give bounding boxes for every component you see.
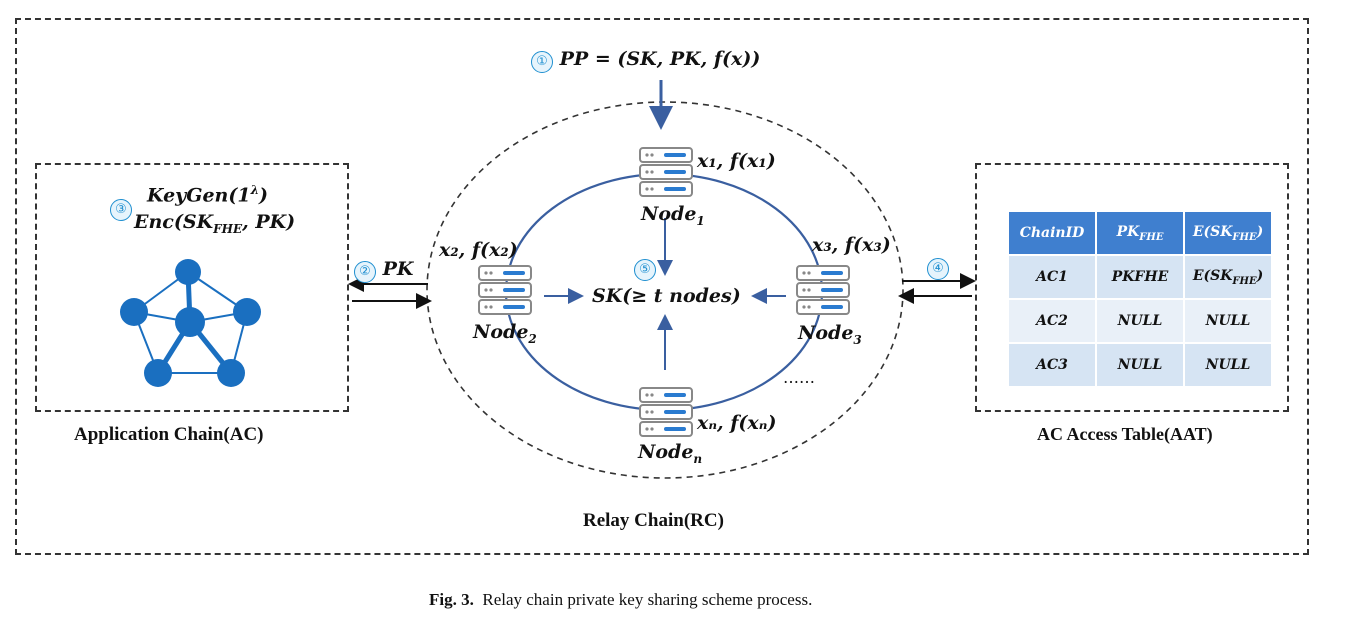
figure-caption: Fig. 3. Relay chain private key sharing … xyxy=(429,590,812,610)
network-graph-icon xyxy=(120,259,261,387)
table-header-row: ChainID PKFHE E(SKFHE) xyxy=(1007,210,1273,256)
access-table-title: AC Access Table(AAT) xyxy=(1037,424,1213,444)
server-icon xyxy=(639,147,693,197)
pp-formula: ① PP = (SK, PK, f(x)) xyxy=(531,48,760,73)
more-nodes-ellipsis: …… xyxy=(783,368,815,387)
table-row: AC1 PKFHE E(SKFHE) xyxy=(1007,254,1273,300)
node-2-label: Node2 xyxy=(473,321,537,346)
header-chainid: ChainID xyxy=(1007,210,1097,256)
node-n-label: Noden xyxy=(638,441,703,466)
table-row: AC2 NULL NULL xyxy=(1007,298,1273,344)
step-2-badge: ② xyxy=(354,261,376,283)
application-chain-title: Application Chain(AC) xyxy=(74,424,264,445)
step-3-badge: ③ xyxy=(110,199,132,221)
relay-chain-title: Relay Chain(RC) xyxy=(583,510,724,531)
pk-label: ② PK xyxy=(354,258,413,283)
keygen-formula: KeyGen(1λ) xyxy=(147,183,268,207)
server-icon xyxy=(639,387,693,437)
figure-caption-text: Relay chain private key sharing scheme p… xyxy=(482,590,813,609)
access-table-box xyxy=(975,163,1289,412)
sk-threshold-label: SK(≥ t nodes) xyxy=(592,285,741,307)
header-pk-fhe: PKFHE xyxy=(1095,210,1185,256)
enc-formula: Enc(SKFHE, PK) xyxy=(134,211,296,236)
step-3-badge-wrap: ③ xyxy=(110,198,132,221)
step-5-badge-wrap: ⑤ xyxy=(634,258,656,281)
step-5-badge: ⑤ xyxy=(634,259,656,281)
node-n-share: xₙ, f(xₙ) xyxy=(697,412,777,434)
node-2-share: x₂, f(x₂) xyxy=(439,239,518,261)
outer-frame xyxy=(15,18,1309,555)
step-4-badge-wrap: ④ xyxy=(927,257,949,280)
access-table: ChainID PKFHE E(SKFHE) AC1 PKFHE E(SKFHE… xyxy=(1007,210,1273,388)
step-1-badge: ① xyxy=(531,51,553,73)
step-4-badge: ④ xyxy=(927,258,949,280)
pp-lhs: PP xyxy=(559,48,589,70)
pp-rhs: (SK, PK, f(x)) xyxy=(617,48,761,70)
node-1-share: x₁, f(x₁) xyxy=(697,150,776,172)
figure-number: Fig. 3. xyxy=(429,590,474,609)
node-1-label: Node1 xyxy=(641,203,705,228)
server-icon xyxy=(796,265,850,315)
table-row: AC3 NULL NULL xyxy=(1007,342,1273,388)
node-3-share: x₃, f(x₃) xyxy=(812,234,891,256)
server-icon xyxy=(478,265,532,315)
header-enc-sk: E(SKFHE) xyxy=(1183,210,1273,256)
node-3-label: Node3 xyxy=(798,322,862,347)
